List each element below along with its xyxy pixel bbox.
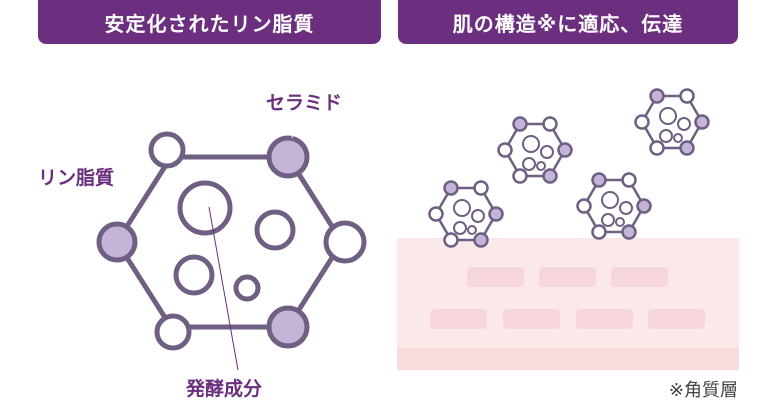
small-molecule-inner-circle <box>536 161 546 171</box>
skin-base-band <box>397 348 739 370</box>
skin-brick <box>503 309 560 329</box>
small-molecule-node <box>679 140 695 156</box>
small-molecule-node <box>591 224 607 240</box>
small-molecule-inner-circle <box>540 145 554 159</box>
ceramide-label: セラミド <box>266 92 343 114</box>
node-ring <box>154 313 192 351</box>
small-molecule-inner-circle <box>601 213 615 227</box>
small-molecule-inner-circle <box>677 117 691 131</box>
inner-circle <box>177 180 233 236</box>
small-molecules-group <box>428 88 710 248</box>
small-molecule-node <box>557 142 573 158</box>
small-molecule <box>428 180 504 248</box>
fermented-ingredient-label: 発酵成分 <box>186 378 263 400</box>
inner-circle <box>173 254 215 296</box>
small-molecule-node <box>621 224 637 240</box>
small-molecule-node <box>542 116 558 132</box>
small-molecule <box>497 116 573 184</box>
small-molecule-node <box>591 172 607 188</box>
small-molecule-inner-circle <box>601 191 619 209</box>
small-molecule-node <box>694 114 710 130</box>
small-molecule-node <box>679 88 695 104</box>
small-molecule-inner-circle <box>673 133 683 143</box>
phospholipid-node <box>96 221 138 263</box>
skin-brick <box>539 267 596 287</box>
small-molecule-node <box>576 198 592 214</box>
molecule-hexagon <box>114 154 345 330</box>
small-molecule <box>576 172 652 240</box>
small-molecule-node <box>443 180 459 196</box>
small-molecule-node <box>473 180 489 196</box>
small-molecule-node <box>512 116 528 132</box>
node-ring <box>148 131 186 169</box>
small-molecule-node <box>634 114 650 130</box>
small-molecule-inner-circle <box>615 217 625 227</box>
node-ring <box>323 220 367 264</box>
small-molecule-node <box>636 198 652 214</box>
ceramide-node <box>266 135 310 179</box>
inner-circle <box>254 209 296 251</box>
small-molecule-node <box>649 88 665 104</box>
skin-brick <box>467 267 524 287</box>
small-molecule-inner-circle <box>522 157 536 171</box>
small-molecule-node <box>428 206 444 222</box>
small-molecule-inner-circle <box>659 107 677 125</box>
small-molecule-node <box>512 168 528 184</box>
small-molecule-inner-circle <box>467 225 477 235</box>
small-molecule-node <box>542 168 558 184</box>
small-molecule-node <box>473 232 489 248</box>
small-molecule-node <box>443 232 459 248</box>
small-molecule-node <box>497 142 513 158</box>
ceramide-pointer-line <box>291 111 301 139</box>
small-molecule-inner-circle <box>619 201 633 215</box>
small-molecule-inner-circle <box>522 135 540 153</box>
small-molecule-inner-circle <box>453 221 467 235</box>
small-molecule-node <box>649 140 665 156</box>
skin-brick <box>611 267 668 287</box>
skin-brick <box>576 309 633 329</box>
stratum-corneum <box>397 238 739 370</box>
small-molecule-inner-circle <box>471 209 485 223</box>
small-molecule-node <box>488 206 504 222</box>
small-molecule-inner-circle <box>453 199 471 217</box>
fermented-pointer-line <box>208 206 239 371</box>
skin-brick <box>648 309 705 329</box>
inner-circle <box>233 274 261 302</box>
skin-brick <box>430 309 487 329</box>
node-filled <box>266 305 310 349</box>
small-molecule <box>634 88 710 156</box>
stratum-corneum-footnote: ※角質層 <box>668 380 738 401</box>
right-panel-title: 肌の構造※に適応、伝達 <box>398 0 738 44</box>
small-molecule-inner-circle <box>659 129 673 143</box>
left-panel-title: 安定化されたリン脂質 <box>38 0 381 44</box>
phospholipid-label: リン脂質 <box>38 167 115 189</box>
large-molecule <box>114 144 345 337</box>
small-molecule-node <box>621 172 637 188</box>
skin-layer <box>397 238 739 368</box>
